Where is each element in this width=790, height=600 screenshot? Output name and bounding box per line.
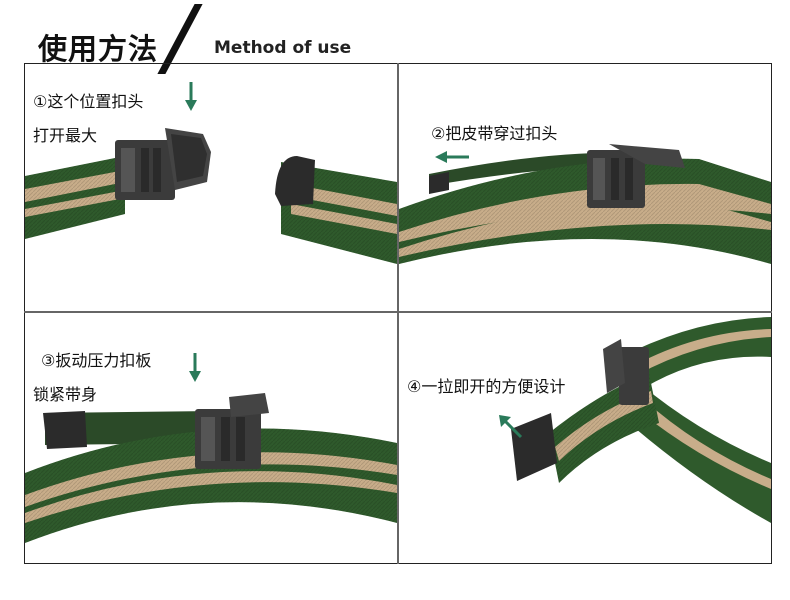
left-arrow-icon <box>435 151 469 163</box>
down-arrow-icon <box>189 353 201 382</box>
step-3-caption-line1: ③扳动压力扣板 <box>41 351 152 370</box>
step-3-panel: ③扳动压力扣板 锁紧带身 <box>25 313 397 563</box>
grid-divider-vertical <box>397 63 399 564</box>
step-1-caption-line1: ①这个位置扣头 <box>33 92 144 111</box>
grid-divider-horizontal <box>24 311 772 313</box>
step-2-panel: ②把皮带穿过扣头 <box>399 64 771 311</box>
step-1-caption-line2: 打开最大 <box>33 126 98 145</box>
page-title-chinese: 使用方法 <box>38 32 159 66</box>
belt-tip <box>511 413 557 481</box>
step-2-caption-line1: ②把皮带穿过扣头 <box>431 124 558 143</box>
step-4-belt-illustration <box>511 317 771 523</box>
page-title-english: Method of use <box>214 38 352 58</box>
step-2-belt-illustration <box>399 144 771 264</box>
step-1-panel: ①这个位置扣头 打开最大 <box>25 64 397 311</box>
step-3-caption-line2: 锁紧带身 <box>33 385 98 404</box>
step-4-panel: ④一拉即开的方便设计 <box>399 313 771 563</box>
step-3-belt-illustration <box>25 393 397 543</box>
buckle-body <box>619 347 649 405</box>
step-4-caption-line1: ④一拉即开的方便设计 <box>407 377 566 396</box>
belt-tip <box>275 156 315 206</box>
step-1-belt-illustration <box>25 128 397 264</box>
up-left-arrow-icon <box>499 415 523 439</box>
down-arrow-icon <box>185 82 197 111</box>
